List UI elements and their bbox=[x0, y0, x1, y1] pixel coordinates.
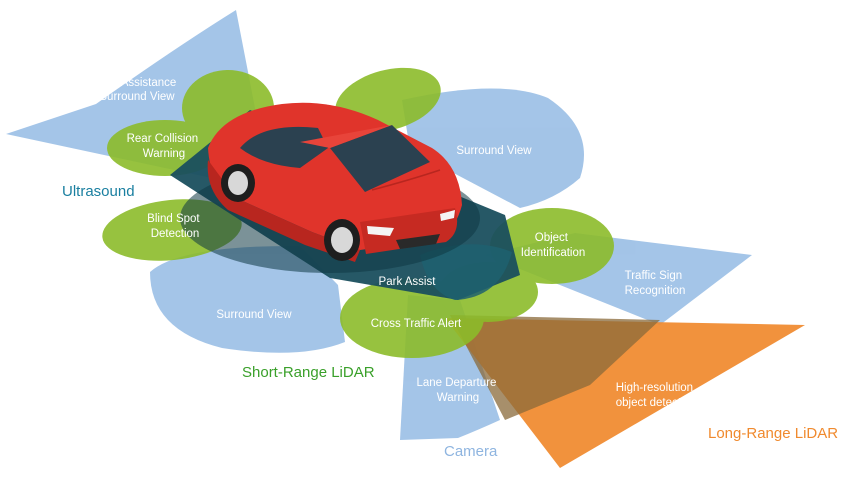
car-headlight bbox=[367, 226, 394, 236]
legend-short-range-lidar: Short-Range LiDAR bbox=[242, 364, 375, 381]
camera-zone-front-right bbox=[402, 88, 584, 208]
legend-ultrasound: Ultrasound bbox=[62, 183, 135, 200]
lidar-overlap-zone bbox=[450, 315, 660, 420]
ultrasound-zone-front bbox=[420, 244, 512, 300]
car-side-shade bbox=[207, 160, 360, 262]
label-cross-traffic: Cross Traffic Alert bbox=[371, 318, 462, 330]
label-surround-view-left: Surround View bbox=[216, 309, 292, 321]
car-hood-line bbox=[371, 169, 441, 191]
label-rear-collision: Rear Collision Warning bbox=[127, 133, 202, 160]
car-roof bbox=[300, 125, 392, 148]
car bbox=[180, 102, 480, 273]
label-park-assist: Park Assist bbox=[379, 276, 437, 288]
car-headlight-right bbox=[440, 210, 455, 221]
legend-camera: Camera bbox=[444, 443, 498, 460]
label-object-identification: Object Identification bbox=[521, 232, 586, 259]
label-surround-view-right: Surround View bbox=[456, 145, 532, 157]
car-windshield bbox=[330, 125, 430, 192]
label-lane-departure: Lane Departure Warning bbox=[416, 377, 499, 404]
car-side-window bbox=[240, 126, 328, 168]
label-traffic-sign: Traffic Sign Recognition bbox=[625, 270, 686, 297]
car-grille bbox=[396, 234, 440, 249]
legend-long-range-lidar: Long-Range LiDAR bbox=[708, 425, 838, 442]
label-blind-spot: Blind Spot Detection bbox=[147, 213, 203, 240]
camera-zone-side-left bbox=[150, 245, 345, 353]
label-high-resolution: High-resolution object detection bbox=[616, 382, 697, 409]
car-front-wheel bbox=[324, 219, 360, 261]
label-park-assistance: Park Assistance Surround View bbox=[94, 77, 179, 103]
lidar-zone-object-id bbox=[490, 208, 614, 284]
car-rear-wheel bbox=[221, 164, 255, 202]
